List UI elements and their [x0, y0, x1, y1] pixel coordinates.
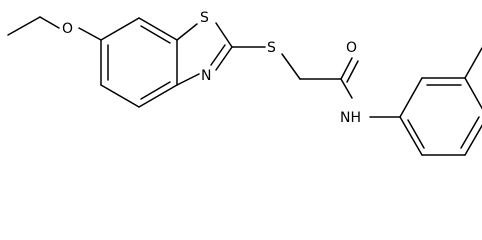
carbonyl-oxygen-label: O [346, 40, 357, 56]
bond-n3-c3a [176, 73, 200, 86]
bond-benz-double-a [140, 25, 171, 44]
bond-ethyl-ch3-ch2 [7, 16, 41, 36]
bond-benz-2 [138, 17, 178, 41]
bond-co-n [340, 78, 353, 99]
benzothiazole-benzene-ring [100, 17, 178, 108]
bond-benz-4 [138, 84, 178, 108]
bond-tol-double-b [460, 116, 480, 149]
bond-co-o-1 [340, 57, 353, 80]
bond-s-ch2 [281, 53, 301, 80]
bond-benz-double-b [140, 81, 171, 100]
side-chain [231, 46, 401, 118]
thiazole-ring [176, 22, 233, 86]
bond-c2-n3 [215, 46, 233, 71]
bond-o-aryl [78, 27, 102, 41]
tolyl-ring [399, 47, 482, 156]
chemical-structure: O S N S O NH [7, 10, 482, 156]
bond-methyl [464, 47, 482, 79]
thiazole-nitrogen-label: N [201, 68, 211, 84]
bond-c7a-s1 [176, 23, 198, 41]
bond-tol-1 [399, 77, 423, 118]
bond-co-o-2 [346, 60, 359, 83]
bond-tol-3 [464, 77, 482, 110]
bond-ethyl-ch2-o [39, 16, 60, 29]
bond-s1-c2 [215, 22, 233, 48]
bond-benz-1 [100, 17, 140, 41]
ethoxy-group [7, 16, 102, 41]
ethoxy-oxygen-label: O [62, 21, 73, 37]
bond-tol-4 [464, 124, 482, 156]
bond-benz-5 [100, 84, 140, 108]
bond-tol-6 [399, 116, 423, 156]
thioether-sulfur-label: S [267, 40, 276, 56]
bond-tol-double-c [407, 119, 425, 149]
bond-c2-n3-double [210, 44, 226, 66]
amide-nh-label: NH [340, 110, 361, 126]
thiazole-sulfur-label: S [200, 10, 209, 26]
